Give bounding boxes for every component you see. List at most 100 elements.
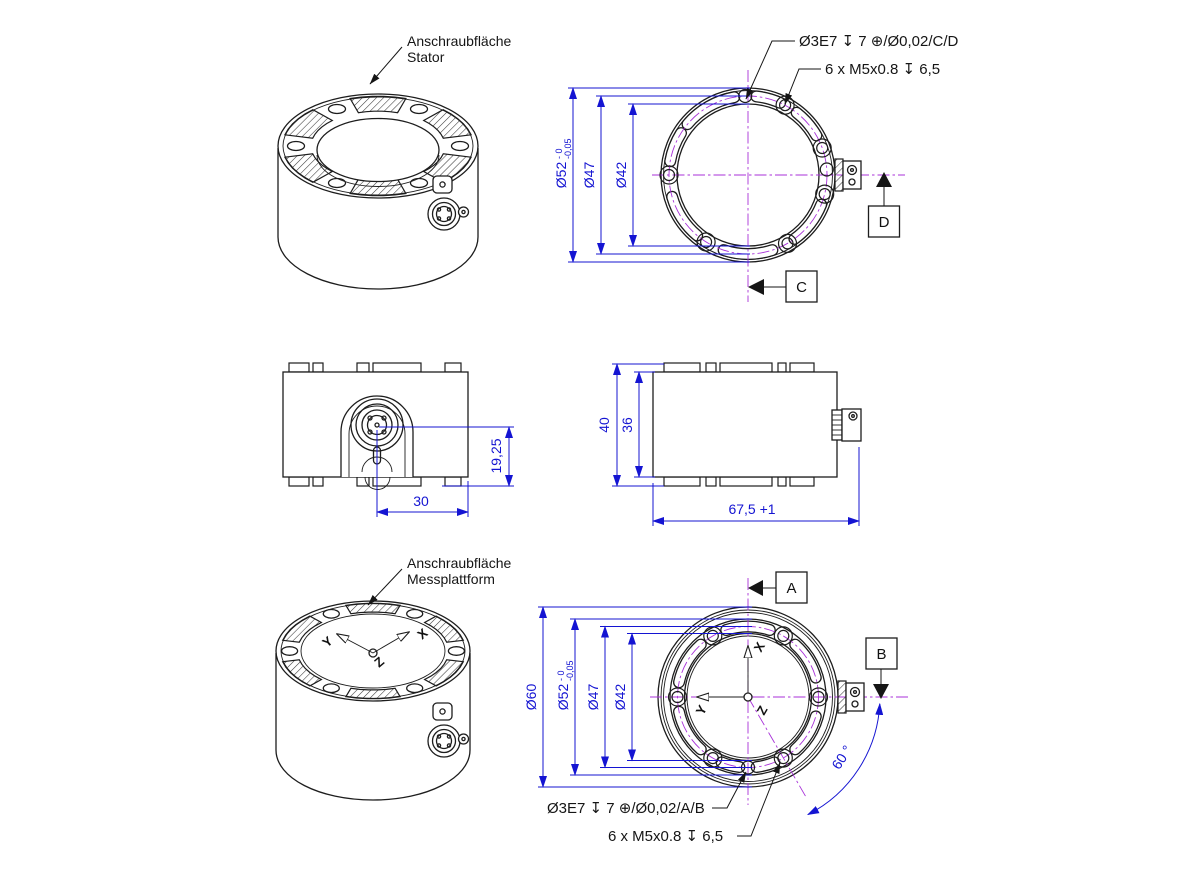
top-view-stator: Ø52 - 0 -0,05 Ø47 Ø42 Ø3E7 ↧ 7 ⊕/Ø0,02/C… [553,33,959,303]
m5-holes [659,95,835,253]
m5-hole [699,235,713,249]
mounting-pad [349,95,407,114]
note-thread-bottom-leader [737,762,781,837]
m5-hole [812,138,832,158]
mounting-tab [663,362,701,373]
svg-text:-0,05: -0,05 [565,660,575,681]
svg-text:-0,05: -0,05 [563,138,573,159]
dim-40: 40 [596,417,612,433]
mounting-tab [312,362,324,373]
mounting-tab [777,476,787,487]
mounting-pad [281,615,323,643]
m5-hole [812,690,825,704]
datum-b: B [865,637,898,699]
tabs-top [288,362,462,373]
note-pin-ab: Ø3E7 ↧ 7 ⊕/Ø0,02/A/B [547,800,705,817]
dim-d42: Ø42 [613,162,629,189]
dim-d47: Ø47 [581,162,597,189]
mounting-tab [789,476,815,487]
centerline-60deg-ray [747,696,807,798]
label-platform-line2: Messplattform [407,571,495,587]
dim-d47: Ø47 [585,684,601,711]
svg-text:Ø52: Ø52 [555,684,571,711]
m5-hole [781,237,794,250]
mounting-pad [423,615,465,643]
m5-hole [667,687,688,707]
m5-hole [773,748,793,768]
svg-text:C: C [796,279,807,296]
mounting-tab [789,362,815,373]
mounting-pad [423,659,465,687]
note-pin-cd-leader [745,40,795,100]
mounting-pad [344,687,402,700]
dim-1925: 19,25 [488,438,504,473]
y-axis-arrow [337,634,374,654]
tabs-top [663,362,815,373]
iso-view-platform: X Y Z Anschraubfläche Messplattform [275,555,512,801]
m5-hole [662,168,676,182]
tabs-bottom [663,476,815,487]
note-pin-ab-leader [712,771,747,809]
m5-hole [777,233,798,253]
m5-hole [706,629,719,643]
mounting-tab [705,476,717,487]
label-platform-line1: Anschraubfläche [407,555,512,571]
mounting-pad [283,153,334,183]
svg-text:D: D [879,214,890,231]
side-view: 40 36 67,5 +1 [596,362,862,526]
svg-text:- 0: - 0 [556,670,566,681]
dim-d42: Ø42 [612,684,628,711]
m5-hole [818,188,831,201]
mounting-tab [356,362,370,373]
mounting-pad [344,602,402,615]
connector-side [831,408,862,442]
mounting-tab [777,362,787,373]
mounting-tab [663,476,701,487]
mounting-tab [719,362,773,373]
bottom-view-platform: X Y Z Ø60 Ø52 - 0 -0,05 Ø47 Ø42 60 ° [523,571,908,845]
mounting-tab [372,362,422,373]
mounting-tab [444,476,462,487]
svg-text:B: B [876,646,886,663]
datum-c: C [748,270,818,303]
mounting-tab [705,362,717,373]
dim-30: 30 [413,493,429,509]
dim-d52: Ø52 - 0 -0,05 [555,660,575,710]
dim-36: 36 [619,417,635,433]
dim-d60: Ø60 [523,684,539,711]
tabs-bottom [288,476,462,487]
mounting-tab [719,476,773,487]
note-pin-cd: Ø3E7 ↧ 7 ⊕/Ø0,02/C/D [799,33,959,50]
m5-hole [706,751,719,765]
mounting-tab [288,362,310,373]
z-axis-origin [368,648,378,658]
z-axis-origin [743,692,753,702]
svg-text:- 0: - 0 [554,148,564,159]
m5-hole [773,626,793,646]
m5-hole [777,629,790,643]
dim-d52: Ø52 - 0 -0,05 [553,138,573,188]
label-stator-line2: Stator [407,49,445,65]
platform-pads [281,602,465,700]
m5-hole [696,232,716,252]
mounting-pad [283,109,334,139]
m5-hole [777,751,790,765]
svg-text:Ø52: Ø52 [553,162,569,189]
label-platform-leader [367,568,403,606]
x-axis-arrow [372,632,409,654]
m5-hole [815,184,835,204]
datum-d: D [867,172,901,238]
front-view-connector: 19,25 30 [282,362,514,517]
label-stator-leader [369,46,403,85]
datum-a: A [748,571,808,604]
iso-view-stator: Anschraubfläche Stator [277,33,512,290]
note-thread-bottom: 6 x M5x0.8 ↧ 6,5 [608,828,723,845]
stator-pads [283,95,473,197]
m5-hole [659,165,679,185]
note-thread-top: 6 x M5x0.8 ↧ 6,5 [825,61,940,78]
m5-hole [816,141,829,155]
mounting-tab [444,362,462,373]
dim-675: 67,5 +1 [728,501,775,517]
